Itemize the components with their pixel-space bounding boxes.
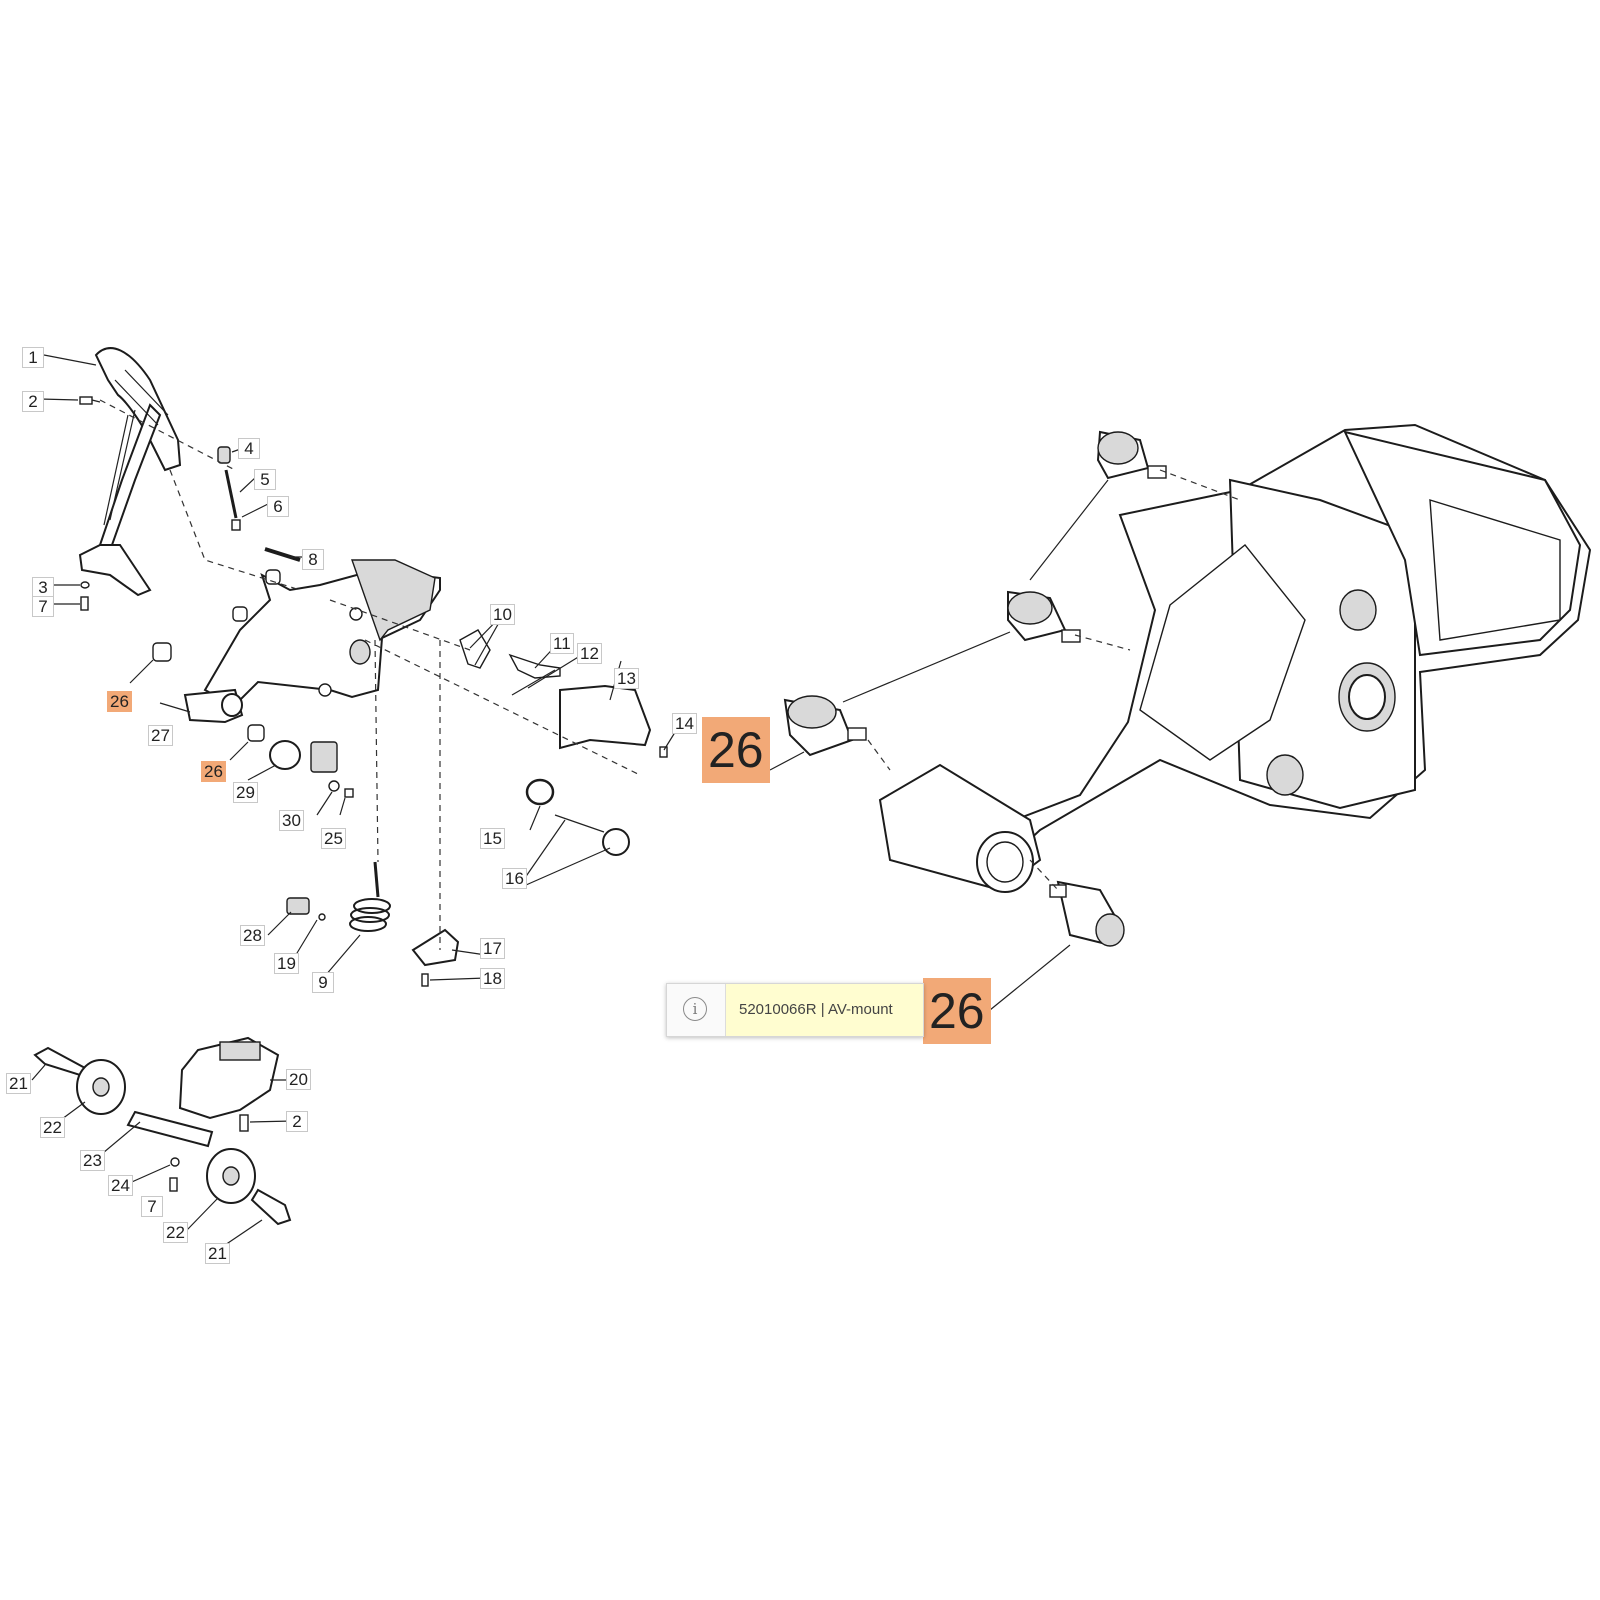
part-handle[interactable] [78,347,182,597]
detail-callout-26-lower[interactable]: 26 [923,978,991,1044]
callout-9[interactable]: 9 [312,972,334,993]
detail-av-mount-upper-26[interactable] [783,695,867,757]
detail-bushing-27[interactable] [878,763,1042,893]
part-4[interactable] [217,446,231,464]
part-main-body[interactable] [203,559,441,702]
callout-8[interactable]: 8 [302,549,324,570]
callout-20[interactable]: 20 [286,1069,311,1090]
callout-13[interactable]: 13 [614,668,639,689]
detail-callout-26-upper[interactable]: 26 [702,717,770,783]
callout-14[interactable]: 14 [672,713,697,734]
callout-12[interactable]: 12 [577,643,602,664]
part-18[interactable] [421,973,429,987]
part-20-bracket[interactable] [178,1036,280,1120]
part-30[interactable] [328,780,340,792]
callout-1[interactable]: 1 [22,347,44,368]
part-25[interactable] [344,788,354,798]
callout-26-upper-small[interactable]: 26 [107,691,132,712]
part-14[interactable] [659,746,668,758]
part-6[interactable] [231,519,241,531]
part-screw-7b[interactable] [169,1177,178,1192]
part-15-oring[interactable] [525,778,555,806]
part-13-bracket[interactable] [559,684,652,750]
part-17[interactable] [411,928,460,967]
part-av-mount-top-2[interactable] [232,606,248,622]
callout-15[interactable]: 15 [480,828,505,849]
part-10[interactable] [459,629,491,669]
part-29[interactable] [269,740,301,770]
part-tooltip: i 52010066R | AV-mount [666,983,924,1037]
info-icon: i [683,997,707,1021]
callout-3[interactable]: 3 [32,577,54,598]
part-av-mount-top-1[interactable] [265,569,281,585]
part-28[interactable] [286,897,310,915]
callout-7-top[interactable]: 7 [32,596,54,617]
callout-27[interactable]: 27 [148,725,173,746]
detail-main-body[interactable] [1008,423,1592,862]
part-9-spring[interactable] [349,861,391,932]
part-21-bolt-lower[interactable] [250,1188,292,1226]
part-av-mount-small-lower[interactable] [247,724,265,742]
callout-19[interactable]: 19 [274,953,299,974]
tooltip-text: 52010066R | AV-mount [739,1001,893,1018]
part-23-axle[interactable] [126,1110,214,1148]
callout-6[interactable]: 6 [267,496,289,517]
callout-29[interactable]: 29 [233,782,258,803]
part-19[interactable] [318,913,326,921]
part-screw-2b[interactable] [239,1114,249,1132]
callout-28[interactable]: 28 [240,925,265,946]
callout-10[interactable]: 10 [490,604,515,625]
callout-25[interactable]: 25 [321,828,346,849]
callout-23[interactable]: 23 [80,1150,105,1171]
callout-21-upper[interactable]: 21 [6,1073,31,1094]
part-screw-7a[interactable] [80,596,89,611]
callout-7-lower[interactable]: 7 [141,1196,163,1217]
part-5-rod[interactable] [224,469,238,519]
detail-av-mount-mid[interactable] [1007,590,1081,643]
part-block[interactable] [310,741,338,773]
part-22-wheel-upper[interactable] [76,1059,126,1115]
callout-5[interactable]: 5 [254,469,276,490]
detail-av-mount-top[interactable] [1096,430,1167,480]
callout-26-lower-small[interactable]: 26 [201,761,226,782]
callout-24[interactable]: 24 [108,1175,133,1196]
part-21-bolt-upper[interactable] [33,1046,87,1077]
callout-30[interactable]: 30 [279,810,304,831]
part-22-wheel-lower[interactable] [206,1148,256,1204]
callout-22-upper[interactable]: 22 [40,1117,65,1138]
detail-av-mount-lower-26[interactable] [1049,880,1125,947]
callout-22-lower[interactable]: 22 [163,1222,188,1243]
callout-17[interactable]: 17 [480,938,505,959]
callout-4[interactable]: 4 [238,438,260,459]
callout-2-lower[interactable]: 2 [286,1111,308,1132]
info-icon-box: i [667,984,726,1036]
part-av-mount-small-upper[interactable] [152,642,172,662]
part-12[interactable] [511,669,556,696]
callout-18[interactable]: 18 [480,968,505,989]
callout-11[interactable]: 11 [550,633,574,654]
part-24[interactable] [170,1157,180,1167]
part-11[interactable] [508,653,561,679]
callout-21-lower[interactable]: 21 [205,1243,230,1264]
part-washer-3[interactable] [80,581,90,589]
part-8-bolt[interactable] [264,547,301,562]
part-bushing-27[interactable] [183,688,244,724]
part-screw-2[interactable] [79,396,101,405]
callout-16[interactable]: 16 [502,868,527,889]
callout-2-top[interactable]: 2 [22,391,44,412]
part-16[interactable] [554,814,630,856]
